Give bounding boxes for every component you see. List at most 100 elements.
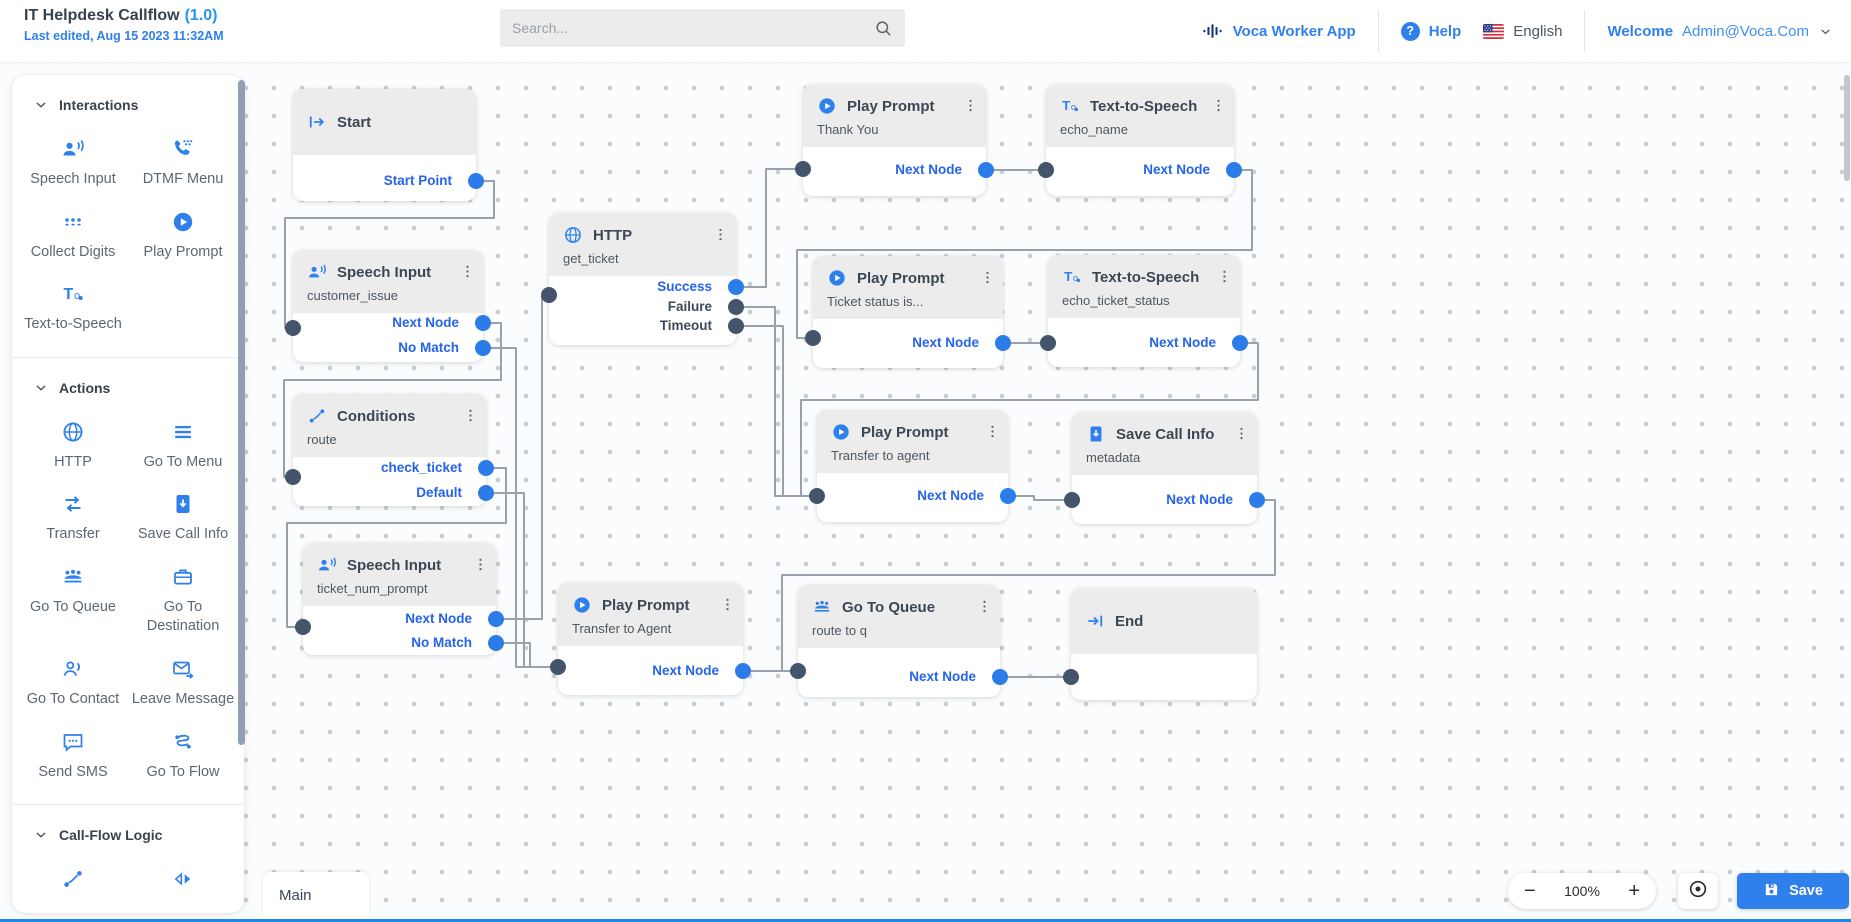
output-port[interactable] <box>1000 488 1016 504</box>
output-port[interactable] <box>488 635 504 651</box>
go-to-queue-icon <box>61 565 85 589</box>
flow-tab-main[interactable]: Main <box>263 872 369 919</box>
input-port[interactable] <box>1038 162 1054 178</box>
node-menu-icon[interactable] <box>472 556 489 573</box>
save-button[interactable]: Save <box>1737 873 1849 909</box>
node-menu-icon[interactable] <box>712 226 729 243</box>
output-port[interactable] <box>475 315 491 331</box>
svg-text:o: o <box>74 290 80 302</box>
palette-item-transfer[interactable]: Transfer <box>18 492 128 545</box>
output-port[interactable] <box>978 162 994 178</box>
palette-item-compare[interactable] <box>128 867 238 891</box>
palette-item-go-to-flow[interactable]: Go To Flow <box>128 730 238 783</box>
input-port[interactable] <box>541 287 557 303</box>
node-menu-icon[interactable] <box>459 263 476 280</box>
input-port[interactable] <box>790 663 806 679</box>
output-port[interactable] <box>1249 492 1265 508</box>
node-menu-icon[interactable] <box>462 407 479 424</box>
search-input[interactable] <box>512 20 874 36</box>
palette-item-speech-input[interactable]: Speech Input <box>18 137 128 190</box>
palette-item-http[interactable]: HTTP <box>18 420 128 473</box>
node-menu-icon[interactable] <box>719 596 736 613</box>
edge-speech2-nomatch-to-pp4 <box>495 642 559 668</box>
palette-item-go-to-queue[interactable]: Go To Queue <box>18 565 128 637</box>
input-port[interactable] <box>1063 669 1079 685</box>
zoom-out-button[interactable]: − <box>1524 880 1536 902</box>
node-menu-icon[interactable] <box>1216 268 1233 285</box>
input-port[interactable] <box>1040 335 1056 351</box>
sidebar-scrollbar[interactable] <box>238 80 245 745</box>
input-port[interactable] <box>285 320 301 336</box>
input-port[interactable] <box>809 488 825 504</box>
user-menu[interactable]: Welcome Admin@Voca.Com <box>1607 23 1833 40</box>
output-port[interactable] <box>488 611 504 627</box>
output-port[interactable] <box>995 335 1011 351</box>
node-menu-icon[interactable] <box>976 598 993 615</box>
node-menu-icon[interactable] <box>1233 425 1250 442</box>
node-menu-icon[interactable] <box>962 97 979 114</box>
node-menu-icon[interactable] <box>1210 97 1227 114</box>
search-box[interactable] <box>500 9 905 47</box>
palette-item-play-prompt[interactable]: Play Prompt <box>128 210 238 263</box>
palette-item-conditions[interactable] <box>18 867 128 891</box>
output-port[interactable] <box>1232 335 1248 351</box>
node-menu-icon[interactable] <box>979 269 996 286</box>
palette-item-collect-digits[interactable]: Collect Digits <box>18 210 128 263</box>
sidebar-section-call-flow-logic[interactable]: Call-Flow Logic <box>12 805 244 843</box>
fit-view-button[interactable] <box>1678 873 1718 909</box>
language-selector[interactable]: English <box>1483 23 1562 40</box>
output-port[interactable] <box>475 340 491 356</box>
target-icon <box>1687 878 1709 905</box>
output-port[interactable] <box>478 460 494 476</box>
palette-item-label: DTMF Menu <box>142 171 224 187</box>
output-port[interactable] <box>1226 162 1242 178</box>
palette-item-save-call-info[interactable]: Save Call Info <box>128 492 238 545</box>
section-label: Interactions <box>59 97 139 113</box>
node-menu-icon[interactable] <box>984 423 1001 440</box>
input-port[interactable] <box>285 469 301 485</box>
output-port[interactable] <box>728 318 744 334</box>
sidebar-section-interactions[interactable]: Interactions <box>12 75 244 113</box>
palette-item-dtmf-menu[interactable]: DTMF Menu <box>128 137 238 190</box>
output-port[interactable] <box>992 669 1008 685</box>
input-port[interactable] <box>1064 492 1080 508</box>
input-port[interactable] <box>295 619 311 635</box>
palette-item-send-sms[interactable]: Send SMS <box>18 730 128 783</box>
search-icon[interactable] <box>874 19 893 38</box>
input-port[interactable] <box>550 659 566 675</box>
output-port[interactable] <box>728 299 744 315</box>
flow-node-end[interactable]: End <box>1063 588 1257 700</box>
input-port[interactable] <box>795 161 811 177</box>
output-port[interactable] <box>468 173 484 189</box>
node-subtitle: route <box>307 432 337 447</box>
output-port[interactable] <box>735 663 751 679</box>
header-divider <box>1377 10 1379 52</box>
output-label-next-node: Next Node <box>1166 492 1233 507</box>
sidebar-section-actions[interactable]: Actions <box>12 358 244 396</box>
output-port[interactable] <box>478 485 494 501</box>
palette-item-go-to-contact[interactable]: Go To Contact <box>18 657 128 710</box>
zoom-in-button[interactable]: + <box>1628 880 1640 902</box>
output-port[interactable] <box>728 279 744 295</box>
palette-item-leave-message[interactable]: Leave Message <box>128 657 238 710</box>
palette-item-go-to-menu[interactable]: Go To Menu <box>128 420 238 473</box>
input-port[interactable] <box>805 330 821 346</box>
worker-app-link[interactable]: Voca Worker App <box>1202 20 1356 42</box>
help-link[interactable]: ? Help <box>1400 21 1461 41</box>
page-scrollbar[interactable] <box>1844 75 1850 181</box>
palette-item-go-to-destination[interactable]: Go To Destination <box>128 565 238 637</box>
